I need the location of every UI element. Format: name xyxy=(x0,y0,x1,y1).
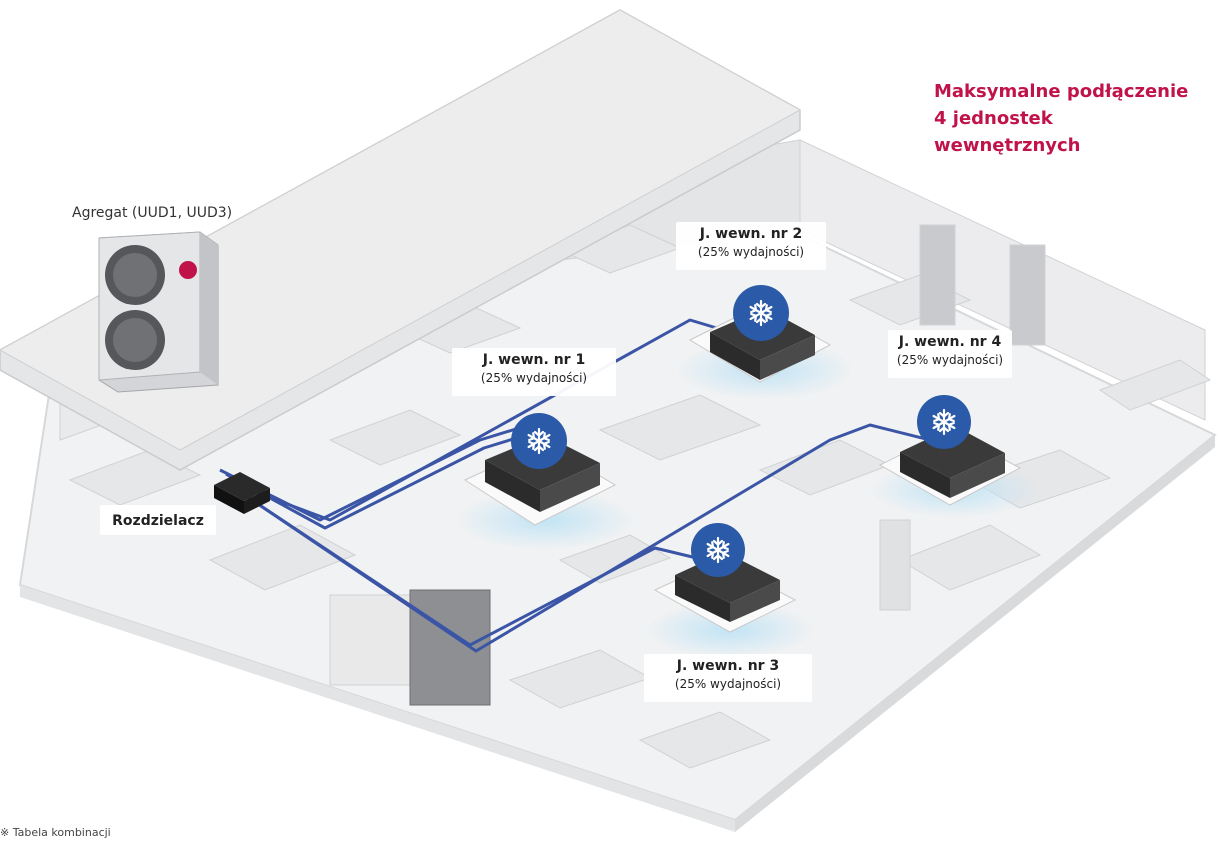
indoor-unit-2-title: J. wewn. nr 2 xyxy=(699,226,803,242)
indoor-unit-1-label: J. wewn. nr 1 (25% wydajności) xyxy=(452,348,616,396)
indoor-unit-1-title: J. wewn. nr 1 xyxy=(482,352,586,368)
heading-max-connection: Maksymalne podłączenie 4 jednostek wewnę… xyxy=(934,81,1189,156)
office-furniture xyxy=(68,224,1212,769)
indoor-unit-2-cassette xyxy=(688,285,832,383)
distributor-label-text: Rozdzielacz xyxy=(112,513,204,529)
lg-logo-icon xyxy=(179,261,197,279)
indoor-unit-1-capacity: (25% wydajności) xyxy=(480,371,588,385)
indoor-unit-3-title: J. wewn. nr 3 xyxy=(676,658,780,674)
footnote: ※ Tabela kombinacji xyxy=(0,826,111,839)
outdoor-unit xyxy=(98,231,219,393)
outdoor-unit-label: Agregat (UUD1, UUD3) xyxy=(72,205,233,221)
indoor-unit-2-capacity: (25% wydajności) xyxy=(697,245,805,259)
indoor-unit-3-cassette xyxy=(653,523,797,633)
distributor xyxy=(214,472,270,514)
indoor-unit-1-cassette xyxy=(463,413,617,526)
indoor-unit-4-capacity: (25% wydajności) xyxy=(896,353,1004,367)
indoor-unit-4-label: J. wewn. nr 4 (25% wydajności) xyxy=(888,330,1012,378)
indoor-unit-4-title: J. wewn. nr 4 xyxy=(898,334,1002,350)
indoor-unit-4-cassette xyxy=(878,395,1022,506)
indoor-unit-3-capacity: (25% wydajności) xyxy=(674,677,782,691)
indoor-unit-2-label: J. wewn. nr 2 (25% wydajności) xyxy=(676,222,826,270)
distributor-label: Rozdzielacz xyxy=(100,505,216,535)
indoor-unit-3-label: J. wewn. nr 3 (25% wydajności) xyxy=(644,654,812,702)
